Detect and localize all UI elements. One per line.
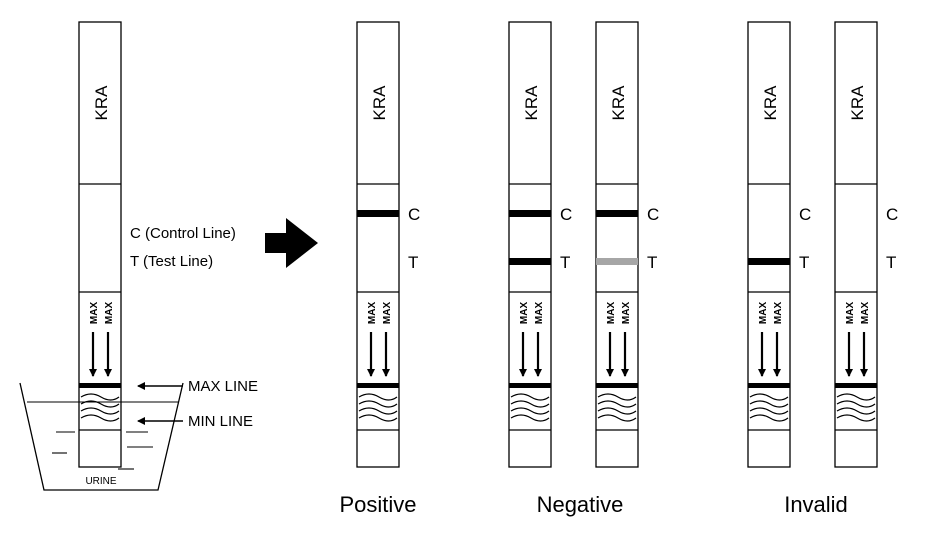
- result-label: Positive: [339, 492, 416, 517]
- strip-label: KRA: [522, 85, 541, 121]
- wave-mark: [358, 414, 398, 422]
- wave-mark: [358, 400, 398, 408]
- control-line-mark: [357, 210, 399, 217]
- max-mark: MAX: [367, 302, 378, 325]
- test-letter: T: [647, 253, 657, 272]
- wave-mark: [597, 393, 637, 401]
- control-line-mark: [509, 210, 551, 217]
- control-letter: C: [647, 205, 659, 224]
- max-mark: MAX: [758, 302, 769, 325]
- max-mark: MAX: [606, 302, 617, 325]
- legend: C (Control Line) T (Test Line) MAX LINE …: [130, 225, 258, 430]
- test-strip: KRA C T MAX MAX: [747, 21, 811, 468]
- test-line-mark: [509, 258, 551, 265]
- wave-mark: [836, 400, 876, 408]
- test-strip: KRA C T MAX MAX: [508, 21, 572, 468]
- strip-body: [747, 21, 791, 468]
- wave-mark: [749, 400, 789, 408]
- result-group: KRA C T MAX MAX KRA C T MAX MAX Negative: [508, 21, 659, 517]
- control-letter: C: [408, 205, 420, 224]
- test-strip: KRA C T MAX MAX: [834, 21, 898, 468]
- wave-mark: [836, 414, 876, 422]
- dipped-strip: KRA MAX MAX: [78, 21, 122, 468]
- big-arrow-icon: [265, 218, 318, 268]
- urine-label: URINE: [85, 476, 116, 487]
- strip-label: KRA: [609, 85, 628, 121]
- result-group: KRA C T MAX MAX KRA C T MAX MAX Invalid: [747, 21, 898, 517]
- max-mark: MAX: [621, 302, 632, 325]
- results-layer: KRA C T MAX MAX Positive KRA C T MAX MAX KRA C T MAX MA…: [339, 21, 898, 517]
- wave-mark: [510, 393, 550, 401]
- control-line-legend: C (Control Line): [130, 225, 236, 242]
- test-letter: T: [560, 253, 570, 272]
- strip-body: [834, 21, 878, 468]
- wave-mark: [597, 414, 637, 422]
- max-line-band: [79, 383, 121, 388]
- max-mark: MAX: [519, 302, 530, 325]
- test-line-legend: T (Test Line): [130, 253, 213, 270]
- strip-label: KRA: [370, 85, 389, 121]
- wave-mark: [358, 407, 398, 415]
- test-letter: T: [408, 253, 418, 272]
- wave-mark: [749, 393, 789, 401]
- wave-mark: [836, 407, 876, 415]
- max-mark: MAX: [104, 302, 115, 325]
- max-line-legend: MAX LINE: [188, 378, 258, 395]
- max-mark: MAX: [534, 302, 545, 325]
- test-strip: KRA C T MAX MAX: [356, 21, 420, 468]
- max-line-band: [596, 383, 638, 388]
- test-strip: KRA C T MAX MAX: [595, 21, 659, 468]
- test-letter: T: [886, 253, 896, 272]
- max-mark: MAX: [860, 302, 871, 325]
- result-group: KRA C T MAX MAX Positive: [339, 21, 420, 517]
- strip-body: [595, 21, 639, 468]
- wave-mark: [510, 414, 550, 422]
- wave-mark: [749, 407, 789, 415]
- control-letter: C: [560, 205, 572, 224]
- control-line-mark: [596, 210, 638, 217]
- test-line-mark: [748, 258, 790, 265]
- strip-label: KRA: [92, 85, 111, 121]
- max-mark: MAX: [89, 302, 100, 325]
- wave-mark: [836, 393, 876, 401]
- wave-mark: [597, 407, 637, 415]
- max-line-band: [357, 383, 399, 388]
- max-line-band: [748, 383, 790, 388]
- strip-body: [508, 21, 552, 468]
- control-letter: C: [886, 205, 898, 224]
- min-line-legend: MIN LINE: [188, 413, 253, 430]
- wave-mark: [358, 393, 398, 401]
- strip-body: [356, 21, 400, 468]
- control-letter: C: [799, 205, 811, 224]
- max-mark: MAX: [845, 302, 856, 325]
- max-mark: MAX: [773, 302, 784, 325]
- result-label: Negative: [537, 492, 624, 517]
- wave-mark: [510, 407, 550, 415]
- strip-label: KRA: [761, 85, 780, 121]
- test-line-mark: [596, 258, 638, 265]
- wave-mark: [597, 400, 637, 408]
- wave-mark: [510, 400, 550, 408]
- test-letter: T: [799, 253, 809, 272]
- result-label: Invalid: [784, 492, 848, 517]
- max-line-band: [835, 383, 877, 388]
- wave-mark: [749, 414, 789, 422]
- max-mark: MAX: [382, 302, 393, 325]
- max-line-band: [509, 383, 551, 388]
- strip-label: KRA: [848, 85, 867, 121]
- urine-cup: URINE: [19, 382, 184, 491]
